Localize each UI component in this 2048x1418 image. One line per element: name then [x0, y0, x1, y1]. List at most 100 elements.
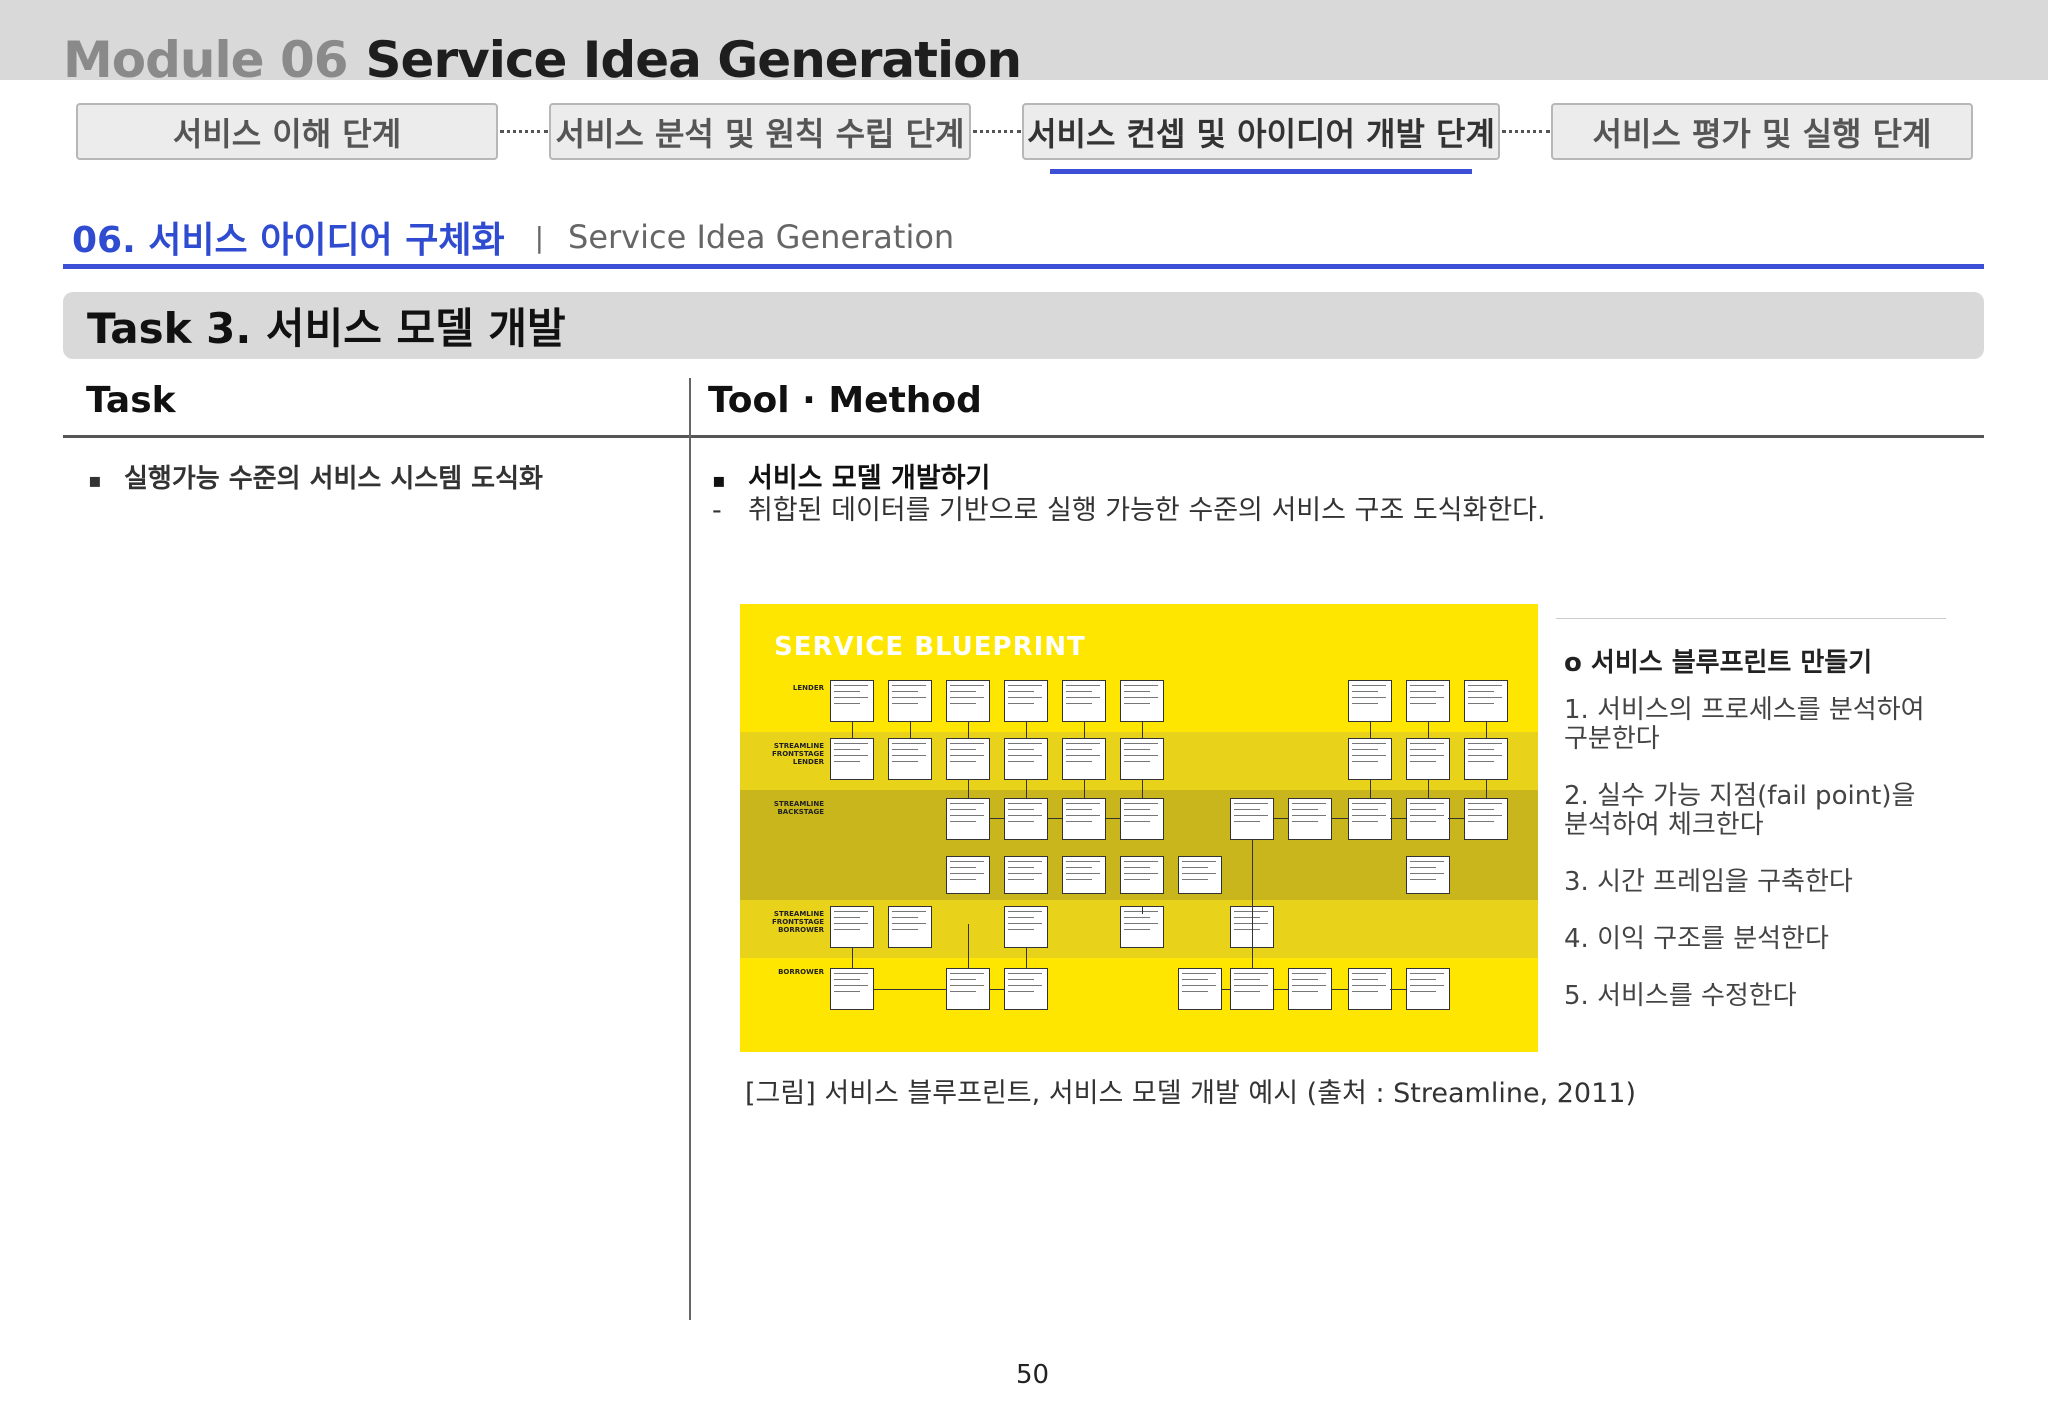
blueprint-text-line [1410, 973, 1444, 974]
blueprint-text-line [1124, 685, 1158, 686]
blueprint-step-box [1004, 738, 1048, 780]
blueprint-text-line [1352, 979, 1378, 980]
blueprint-text-line [1410, 879, 1436, 880]
step-concept-active: 서비스 컨셉 및 아이디어 개발 단계 [1022, 103, 1500, 160]
blueprint-text-line [1234, 979, 1260, 980]
blueprint-text-line [1124, 703, 1150, 704]
blueprint-text-line [1352, 743, 1386, 744]
blueprint-text-line [1468, 691, 1494, 692]
blueprint-text-line [1352, 685, 1386, 686]
blueprint-text-line [1182, 867, 1208, 868]
blueprint-lane-label: LENDER [792, 684, 824, 692]
blueprint-text-line [1352, 973, 1386, 974]
blueprint-text-line [1234, 803, 1268, 804]
blueprint-text-line [950, 861, 984, 862]
blueprint-text-line [1352, 749, 1378, 750]
blueprint-text-line [892, 761, 918, 762]
blueprint-text-line [1468, 703, 1494, 704]
blueprint-text-line [1066, 691, 1092, 692]
step-connector [1502, 130, 1550, 133]
blueprint-connector [1274, 818, 1288, 819]
blueprint-connector [990, 818, 1004, 819]
blueprint-text-line [1182, 973, 1216, 974]
blueprint-text-line [1410, 991, 1436, 992]
blueprint-step-box [1406, 968, 1450, 1010]
blueprint-text-line [1410, 691, 1436, 692]
blueprint-text-line [1468, 697, 1502, 698]
blueprint-connector [968, 924, 969, 968]
blueprint-text-line [1468, 749, 1494, 750]
tool-description-text: 취합된 데이터를 기반으로 실행 가능한 수준의 서비스 구조 도식화한다. [748, 495, 1546, 526]
blueprint-text-line [1234, 991, 1260, 992]
blueprint-step-box [888, 738, 932, 780]
blueprint-text-line [1008, 743, 1042, 744]
section-heading: 06. 서비스 아이디어 구체화 | Service Idea Generati… [72, 212, 954, 262]
blueprint-text-line [892, 685, 926, 686]
blueprint-text-line [1124, 821, 1150, 822]
page-number: 50 [1016, 1360, 1050, 1390]
tool-description: -취합된 데이터를 기반으로 실행 가능한 수준의 서비스 구조 도식화한다. [712, 488, 1546, 527]
blueprint-text-line [1124, 755, 1158, 756]
figure-caption: [그림] 서비스 블루프린트, 서비스 모델 개발 예시 (출처 : Strea… [745, 1078, 1636, 1109]
blueprint-text-line [1008, 685, 1042, 686]
blueprint-connector [852, 722, 853, 738]
blueprint-text-line [834, 697, 868, 698]
blueprint-text-line [1292, 803, 1326, 804]
tool-item-text: 서비스 모델 개발하기 [748, 463, 991, 494]
blueprint-step-box [830, 680, 874, 722]
blueprint-step-box [1062, 738, 1106, 780]
step-connector [973, 130, 1021, 133]
blueprint-connector [1486, 722, 1487, 738]
blueprint-text-line [1292, 821, 1318, 822]
blueprint-connector [968, 722, 969, 738]
blueprint-text-line [1352, 985, 1386, 986]
blueprint-text-line [1234, 809, 1260, 810]
blueprint-text-line [1066, 809, 1092, 810]
blueprint-text-line [892, 743, 926, 744]
blueprint-text-line [1352, 991, 1378, 992]
blueprint-text-line [1124, 911, 1158, 912]
bullet-icon: ▪ [88, 467, 102, 492]
module-name: Service Idea Generation [365, 31, 1023, 89]
blueprint-connector [990, 989, 1004, 990]
blueprint-connector [1390, 989, 1406, 990]
blueprint-lane-label: STREAMLINE BACKSTAGE [773, 800, 824, 816]
blueprint-step-box [1004, 968, 1048, 1010]
blueprint-text-line [1292, 973, 1326, 974]
blueprint-text-line [1066, 815, 1100, 816]
task-item-text: 실행가능 수준의 서비스 시스템 도식화 [124, 464, 543, 494]
step-understanding: 서비스 이해 단계 [76, 103, 498, 160]
blueprint-text-line [1124, 923, 1158, 924]
blueprint-text-line [892, 697, 926, 698]
blueprint-text-line [1008, 821, 1034, 822]
blueprint-lane-label: STREAMLINE FRONTSTAGE LENDER [772, 742, 824, 766]
blueprint-connector [1084, 780, 1085, 798]
blueprint-step-box [1348, 968, 1392, 1010]
blueprint-text-line [1410, 873, 1444, 874]
blueprint-text-line [1468, 803, 1502, 804]
blueprint-connector [874, 989, 946, 990]
list-item: 2. 실수 가능 지점(fail point)을 분석하여 체크한다 [1564, 781, 1916, 840]
blueprint-text-line [1352, 697, 1386, 698]
blueprint-text-line [834, 761, 860, 762]
blueprint-text-line [1008, 803, 1042, 804]
blueprint-text-line [892, 749, 918, 750]
blueprint-text-line [1008, 879, 1034, 880]
list-item: 5. 서비스를 수정한다 [1564, 981, 1797, 1011]
blueprint-text-line [1124, 691, 1150, 692]
blueprint-text-line [1292, 991, 1318, 992]
blueprint-text-line [1008, 703, 1034, 704]
blueprint-text-line [1008, 979, 1034, 980]
blueprint-step-box [946, 680, 990, 722]
blueprint-text-line [1008, 815, 1042, 816]
blueprint-text-line [892, 911, 926, 912]
blueprint-text-line [892, 923, 926, 924]
blueprint-text-line [1410, 809, 1436, 810]
blueprint-text-line [1234, 917, 1260, 918]
blueprint-text-line [950, 743, 984, 744]
blueprint-text-line [1124, 815, 1158, 816]
blueprint-text-line [1292, 815, 1326, 816]
blueprint-text-line [1124, 697, 1158, 698]
blueprint-text-line [1124, 861, 1158, 862]
